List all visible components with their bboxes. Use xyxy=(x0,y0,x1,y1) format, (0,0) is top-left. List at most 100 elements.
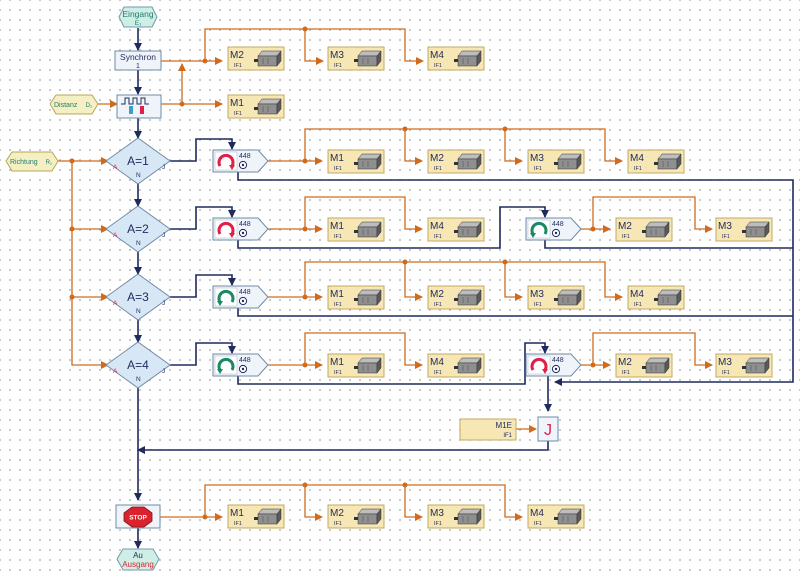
decision-label: A=4 xyxy=(127,358,149,372)
motor-iface: IF1 xyxy=(722,234,730,240)
rotate-ccw-icon xyxy=(217,153,235,167)
distance-input[interactable]: Distanz D₁ xyxy=(49,94,99,115)
motor-icon xyxy=(354,153,382,170)
motor-icon xyxy=(454,50,482,67)
exit-label: Au xyxy=(133,551,143,560)
motor-iface: IF1 xyxy=(534,302,542,308)
decision-port-no: N xyxy=(136,308,141,315)
decision-label: A=1 xyxy=(127,154,149,168)
sync-label: Synchron xyxy=(120,52,156,62)
motor-name: M3 xyxy=(530,289,544,300)
motor-iface: IF1 xyxy=(722,370,730,376)
decision-port-yes: J xyxy=(162,164,165,171)
rotation-block-2[interactable]: 448 xyxy=(212,217,269,241)
sensor-iface: IF1 xyxy=(503,433,512,439)
motor-name: M4 xyxy=(530,508,544,519)
rotate-cw-icon xyxy=(217,289,235,303)
motor-iface: IF1 xyxy=(234,63,242,69)
motor-iface: IF1 xyxy=(334,234,342,240)
pulse-counter-block[interactable] xyxy=(116,94,162,119)
motor-iface: IF1 xyxy=(234,111,242,117)
motor-icon xyxy=(554,153,582,170)
rotate-cw-icon xyxy=(530,221,548,235)
rotation-value: 448 xyxy=(239,221,251,228)
decision-port-yes: J xyxy=(162,232,165,239)
decision-port-in: A xyxy=(113,300,118,307)
decision-port-in: A xyxy=(113,164,118,171)
motor-name: M4 xyxy=(630,153,644,164)
direction-input[interactable]: Richtung R₁ xyxy=(5,151,59,172)
motor-name: M1 xyxy=(330,289,344,300)
motor-iface: IF1 xyxy=(434,370,442,376)
motor-icon xyxy=(354,289,382,306)
decision-port-no: N xyxy=(136,172,141,179)
motor-name: M2 xyxy=(430,289,444,300)
motor-icon xyxy=(354,221,382,238)
wait-block[interactable]: J xyxy=(537,416,559,442)
decision-port-yes: J xyxy=(162,300,165,307)
sync-sub: 1 xyxy=(136,63,140,70)
rotation-block-3[interactable]: 448 xyxy=(212,285,269,309)
decision-port-in: A xyxy=(113,232,118,239)
rotation-block-1[interactable]: 448 xyxy=(212,149,269,173)
motor-iface: IF1 xyxy=(534,521,542,527)
wait-sensor-m1e[interactable]: M1E IF1 xyxy=(459,418,517,441)
motor-name: M1 xyxy=(230,98,244,109)
decision-port-in: A xyxy=(113,368,118,375)
rotation-block-5[interactable]: 448 xyxy=(525,217,582,241)
control-flow-lines xyxy=(134,28,794,549)
rotation-block-4[interactable]: 448 xyxy=(212,353,269,377)
entry-label: Eingang xyxy=(122,9,153,19)
sensor-name: M1E xyxy=(496,421,512,430)
decision-port-no: N xyxy=(136,376,141,383)
motor-name: M3 xyxy=(718,357,732,368)
data-flow-lines xyxy=(58,28,713,521)
rotation-block-6[interactable]: 448 xyxy=(525,353,582,377)
decision-1[interactable]: A=1A J N xyxy=(105,137,171,185)
motor-iface: IF1 xyxy=(334,63,342,69)
motor-iface: IF1 xyxy=(634,166,642,172)
motor-icon xyxy=(654,289,682,306)
motor-iface: IF1 xyxy=(434,166,442,172)
entry-node[interactable]: Eingang E₁ xyxy=(118,6,158,28)
stop-block[interactable]: STOP xyxy=(115,504,161,529)
motor-icon xyxy=(454,153,482,170)
motor-iface: IF1 xyxy=(334,166,342,172)
motor-name: M4 xyxy=(430,50,444,61)
motor-iface: IF1 xyxy=(434,521,442,527)
sync-block[interactable]: Synchron 1 xyxy=(114,50,162,71)
distance-label: Distanz xyxy=(54,102,78,109)
junction-dots xyxy=(69,26,596,520)
motor-icon xyxy=(354,357,382,374)
exit-node[interactable]: Au Ausgang xyxy=(116,548,160,571)
motor-icon xyxy=(554,289,582,306)
